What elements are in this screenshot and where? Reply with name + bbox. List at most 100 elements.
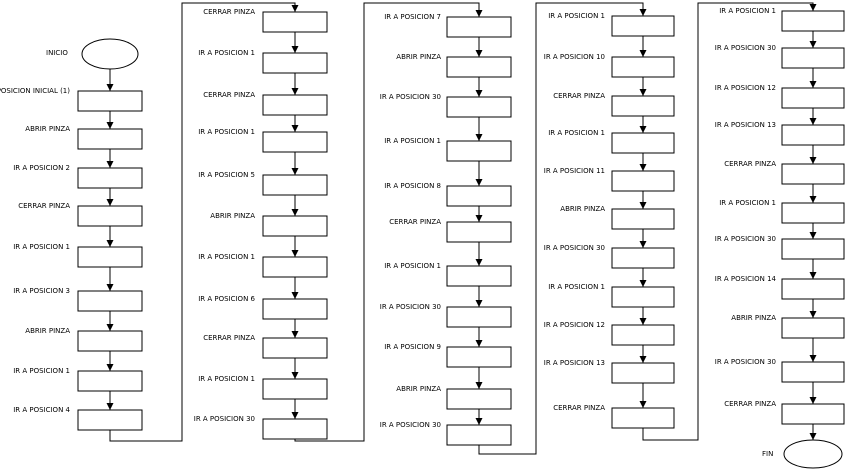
arrowhead [106,84,114,91]
process-box [446,16,512,38]
arrowhead [106,161,114,168]
step-label: IR A POSICION 1 [198,49,255,57]
arrowhead [475,340,483,347]
step-label: IR A POSICION 1 [548,283,605,291]
process-box [781,278,845,300]
arrowhead [475,418,483,425]
process-box [781,202,845,224]
process-box [446,306,512,328]
step-label: IR A POSICION 30 [544,244,605,252]
flow-terminals: INICIO FIN [46,38,843,469]
arrowhead [639,202,647,209]
process-box [77,205,143,227]
arrowhead [106,403,114,410]
process-box [611,362,675,384]
arrowhead [291,168,299,175]
arrowhead [639,280,647,287]
arrowhead [809,196,817,203]
arrowhead [106,284,114,291]
step-label: IR A POSICION 6 [198,295,255,303]
arrowhead [106,324,114,331]
process-box [611,407,675,429]
arrowhead [291,331,299,338]
step-label: IR A POSICION 1 [719,7,776,15]
step-label: IR A POSICION 1 [719,199,776,207]
step-label: IR A POSICION 13 [715,121,776,129]
step-label: IR A POSICION 30 [715,44,776,52]
step-label: CERRAR PINZA [203,334,255,342]
arrowhead [639,50,647,57]
arrowhead [809,4,817,11]
step-label: IR A POSICION 1 [198,253,255,261]
arrowhead [809,41,817,48]
step-label: IR A POSICION 3 [13,287,70,295]
arrowhead [639,89,647,96]
process-box [446,388,512,410]
process-box [781,124,845,146]
process-box [262,418,328,440]
arrowhead [291,125,299,132]
arrowhead [291,5,299,12]
arrowhead [639,318,647,325]
process-box [446,346,512,368]
arrowhead [106,122,114,129]
step-label: ABRIR PINZA [560,205,605,213]
arrowhead [475,134,483,141]
step-label: CERRAR PINZA [203,8,255,16]
column-connector [109,2,296,442]
arrowhead [809,272,817,279]
process-box [77,167,143,189]
arrowhead [106,199,114,206]
column-connector [478,2,644,455]
arrowhead [291,46,299,53]
process-box [781,317,845,339]
process-box [611,132,675,154]
arrowhead [809,118,817,125]
step-label: IR A POSICION 1 [384,137,441,145]
step-label: CERRAR PINZA [203,91,255,99]
arrowhead [809,311,817,318]
step-label: IR A POSICION 1 [548,129,605,137]
process-box [77,330,143,352]
step-label: ABRIR PINZA [25,327,70,335]
process-box [781,10,845,32]
arrowhead [809,355,817,362]
step-label: IR A POSICION 12 [715,84,776,92]
process-box [611,170,675,192]
process-box [262,174,328,196]
process-box [611,286,675,308]
arrowhead [809,397,817,404]
step-label: ABRIR PINZA [25,125,70,133]
step-label: IR A POSICION 4 [13,406,70,414]
process-box [262,52,328,74]
arrowhead [809,157,817,164]
step-label: IR A POSICION 30 [194,415,255,423]
start-label: INICIO [46,49,68,57]
step-label: CERRAR PINZA [389,218,441,226]
step-label: CERRAR PINZA [724,160,776,168]
process-box [781,361,845,383]
process-box [262,131,328,153]
step-label: ABRIR PINZA [396,385,441,393]
process-box [262,337,328,359]
flow-steps: POSICION INICIAL (1) ABRIR PINZA IR A POSI… [0,7,845,446]
arrowhead [809,81,817,88]
arrowhead [809,433,817,440]
step-label: ABRIR PINZA [396,53,441,61]
start-terminal [81,38,139,70]
process-box [446,140,512,162]
step-label: IR A POSICION 30 [715,235,776,243]
step-label: POSICION INICIAL (1) [0,87,70,95]
process-box [446,56,512,78]
arrowhead [291,372,299,379]
arrowhead [475,259,483,266]
arrowhead [639,356,647,363]
step-label: IR A POSICION 12 [544,321,605,329]
arrowhead [475,215,483,222]
step-label: IR A POSICION 30 [380,93,441,101]
arrowhead [106,364,114,371]
arrowhead [639,126,647,133]
step-label: IR A POSICION 30 [380,421,441,429]
process-box [781,403,845,425]
